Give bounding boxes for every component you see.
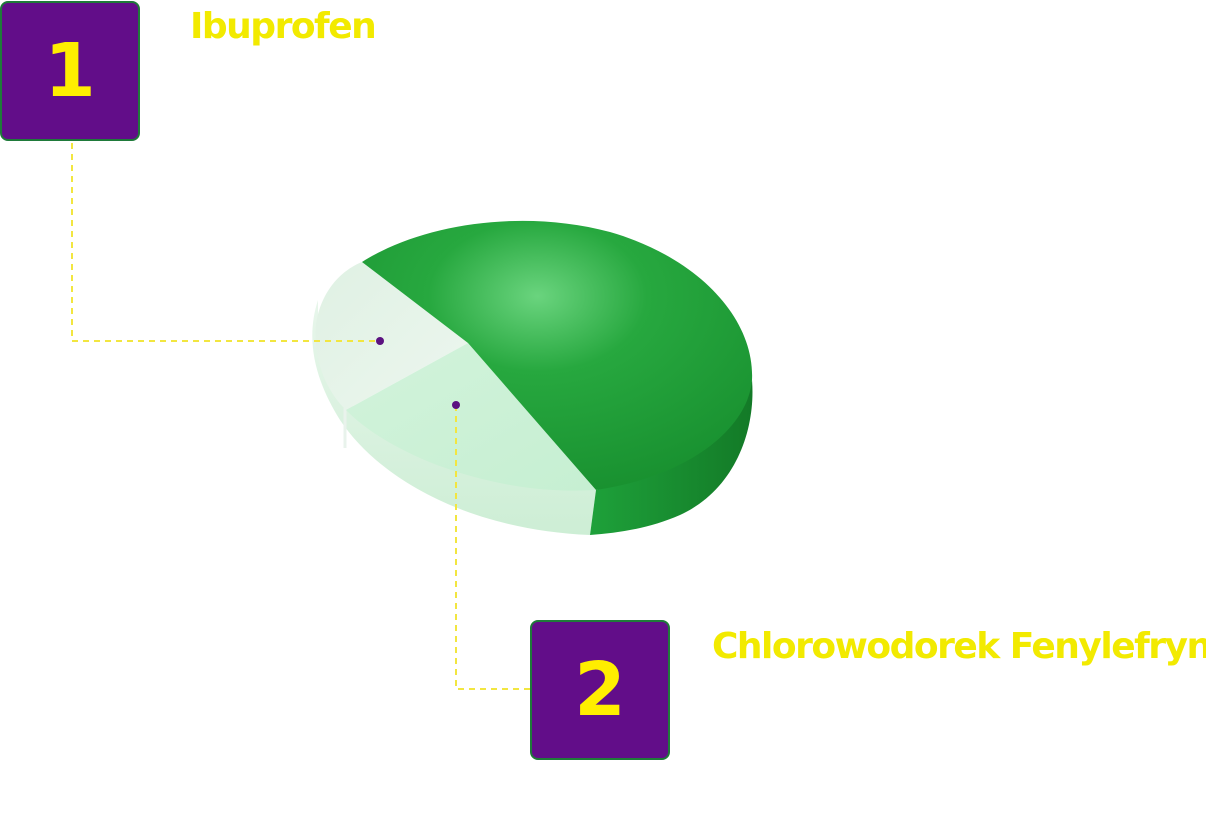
- callout-number-2-text: 2: [574, 647, 626, 733]
- callout-number-2: 2: [530, 620, 670, 760]
- pie-slice-main: [362, 220, 753, 491]
- callout-number-1: 1: [0, 1, 140, 141]
- marker-dot-2: [452, 401, 460, 409]
- marker-dot-1: [376, 337, 384, 345]
- callout-label-2: Chlorowodorek Fenylefryny: [712, 626, 1206, 667]
- pie-slice-2: [346, 343, 596, 491]
- pie-side-main: [590, 380, 753, 535]
- callout-label-1: Ibuprofen: [190, 6, 377, 47]
- pie-side-light: [312, 300, 596, 535]
- leader-line-2: [455, 405, 530, 690]
- leader-line-1: [71, 143, 380, 342]
- callout-number-1-text: 1: [44, 28, 96, 114]
- pie-slice-1: [315, 262, 468, 410]
